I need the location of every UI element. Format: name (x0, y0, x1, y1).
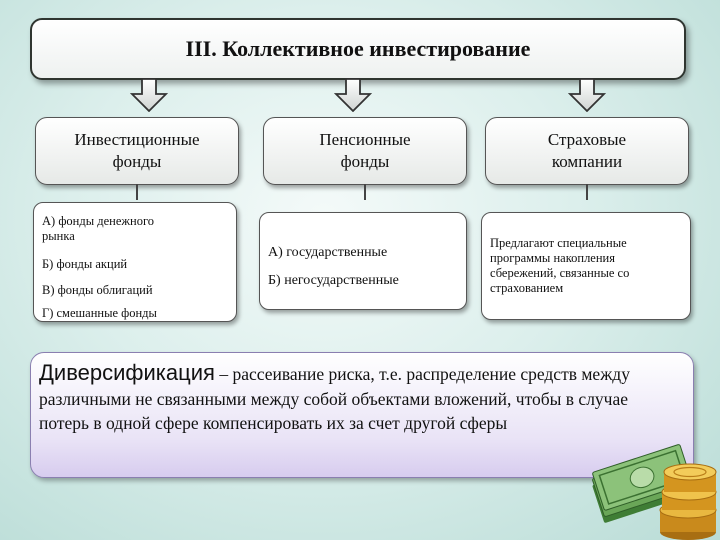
category-label: фонды (112, 152, 162, 171)
down-arrow-icon (334, 78, 372, 112)
list-item: Б) негосударственные (268, 273, 399, 288)
connector-line (586, 184, 588, 200)
list-item: А) фонды денежного (42, 214, 155, 228)
list-item: В) фонды облигаций (42, 283, 153, 297)
category-label: Пенсионные (319, 130, 411, 149)
list-item: А) государственные (268, 245, 388, 260)
insurance-companies-list: Предлагают специальные программы накопле… (481, 212, 691, 320)
down-arrow-icon (130, 78, 168, 112)
section-title: III. Коллективное инвестирование (30, 18, 686, 80)
definition-term: Диверсификация (39, 360, 215, 385)
category-label: компании (551, 152, 623, 171)
definition-body: – рассеивание риска, т.е. распределение … (39, 364, 630, 433)
section-title-text: III. Коллективное инвестирование (185, 36, 531, 61)
category-pension-funds: Пенсионные фонды (263, 117, 467, 185)
list-item: Б) фонды акций (42, 257, 128, 271)
list-item: страхованием (490, 281, 564, 295)
money-coins-icon (592, 444, 717, 540)
category-label: Страховые (547, 130, 627, 149)
list-item: Г) смешанные фонды (42, 306, 157, 320)
down-arrow-icon (568, 78, 606, 112)
list-item: программы накопления (490, 251, 615, 265)
definition-box: Диверсификация – рассеивание риска, т.е.… (30, 352, 694, 478)
definition-text: Диверсификация – рассеивание риска, т.е.… (39, 360, 669, 436)
pension-funds-list: А) государственные Б) негосударственные (259, 212, 467, 310)
investment-funds-list: А) фонды денежного рынка Б) фонды акций … (33, 202, 237, 322)
connector-line (364, 184, 366, 200)
category-label: фонды (340, 152, 390, 171)
category-insurance-companies: Страховые компании (485, 117, 689, 185)
connector-line (136, 184, 138, 200)
category-label: Инвестиционные (74, 130, 200, 149)
list-item: сбережений, связанные со (490, 266, 630, 280)
list-item: Предлагают специальные (490, 236, 627, 250)
category-investment-funds: Инвестиционные фонды (35, 117, 239, 185)
list-item: рынка (42, 229, 75, 243)
